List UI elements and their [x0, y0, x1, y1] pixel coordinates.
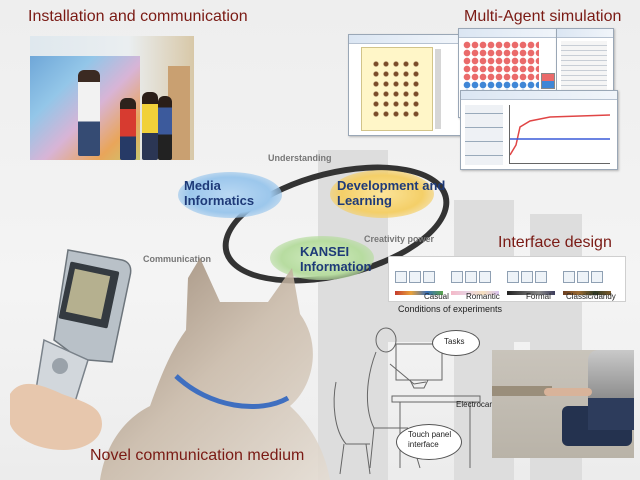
- person-figure: [120, 98, 136, 160]
- agent-marker: [371, 59, 421, 119]
- experiment-panel: [388, 256, 626, 302]
- installation-title: Installation and communication: [28, 8, 248, 25]
- understanding-label: Understanding: [268, 153, 332, 163]
- person-figure: [78, 70, 100, 156]
- media-informatics-label: Media Informatics: [184, 178, 255, 208]
- side-bar: [435, 49, 441, 129]
- communication-label: Communication: [143, 254, 212, 264]
- desk: [492, 386, 552, 396]
- condition-romantic-label: Romantic: [466, 292, 500, 301]
- conditions-caption: Conditions of experiments: [398, 304, 503, 314]
- tasks-bubble: [432, 330, 480, 356]
- novel-medium-title: Novel communication medium: [90, 447, 305, 464]
- multi-agent-title: Multi-Agent simulation: [464, 8, 622, 25]
- installation-photo: [30, 36, 194, 160]
- tasks-callout: Tasks: [444, 337, 465, 346]
- condition-casual-panel: [393, 259, 445, 299]
- segregation-degree-window: [460, 90, 618, 170]
- cat-image: [100, 258, 330, 480]
- legend-box: [541, 73, 555, 89]
- creativity-power-label: Creativity power: [364, 234, 435, 244]
- condition-classic-panel: [561, 259, 613, 299]
- mobile-phone-image: [10, 249, 132, 450]
- segregation-chart: [509, 105, 611, 164]
- control-panel: [465, 105, 503, 165]
- development-learning-bubble: [330, 170, 434, 218]
- kansei-information-label: KANSEI Information: [300, 244, 372, 274]
- condition-casual-label: Casual: [424, 292, 449, 301]
- media-informatics-bubble: [178, 172, 282, 218]
- touch-panel-callout: Touch panel interface: [408, 430, 452, 449]
- development-learning-label: Development and Learning: [337, 178, 446, 208]
- condition-romantic-panel: [449, 259, 501, 299]
- kansei-information-bubble: [270, 236, 374, 280]
- condition-classic-label: Classic/dandy: [566, 292, 616, 301]
- interface-design-title: Interface design: [498, 234, 612, 251]
- segregation-lines: [509, 114, 611, 156]
- electrocar-callout: Electrocar: [456, 400, 493, 409]
- participant-arm: [544, 388, 592, 396]
- condition-formal-label: Formal: [526, 292, 551, 301]
- doorway: [168, 66, 190, 160]
- experiment-photo: [492, 350, 634, 458]
- condition-formal-panel: [505, 259, 557, 299]
- person-figure: [142, 92, 158, 160]
- simulation-window: [348, 34, 462, 136]
- person-figure: [158, 96, 172, 160]
- participant-figure: [588, 350, 634, 430]
- touch-panel-bubble: [396, 424, 462, 460]
